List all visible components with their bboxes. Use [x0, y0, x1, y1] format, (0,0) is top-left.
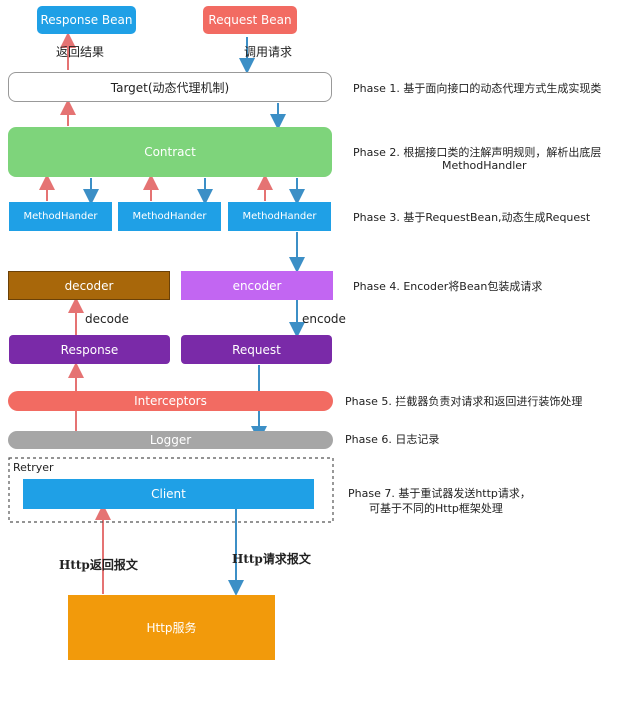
method-handler-1: MethodHander — [9, 202, 112, 231]
decoder-box: decoder — [8, 271, 170, 300]
target-box: Target(动态代理机制) — [8, 72, 332, 102]
retryer-label: Retryer — [13, 461, 54, 474]
call-request-label: 调用请求 — [244, 45, 293, 59]
http-request-label: Http请求报文 — [232, 552, 311, 566]
response-bean-box: Response Bean — [37, 6, 136, 34]
retryer-frame — [8, 457, 334, 523]
phase-2-text-line2: MethodHandler — [442, 159, 527, 172]
interceptors-bar: Interceptors — [8, 391, 333, 411]
response-box: Response — [9, 335, 170, 364]
method-handler-2: MethodHander — [118, 202, 221, 231]
phase-4-text: Phase 4. Encoder将Bean包装成请求 — [353, 280, 543, 293]
http-service-box: Http服务 — [68, 595, 275, 660]
contract-box: Contract — [8, 127, 332, 177]
phase-2-text-line1: Phase 2. 根据接口类的注解声明规则，解析出底层 — [353, 146, 602, 159]
logger-bar: Logger — [8, 431, 333, 449]
phase-7-text-line1: Phase 7. 基于重试器发送http请求， — [348, 487, 531, 500]
phase-6-text: Phase 6. 日志记录 — [345, 433, 440, 446]
client-box: Client — [23, 479, 314, 509]
request-box: Request — [181, 335, 332, 364]
request-bean-box: Request Bean — [203, 6, 297, 34]
phase-1-text: Phase 1. 基于面向接口的动态代理方式生成实现类 — [353, 82, 602, 95]
phase-7-text-line2: 可基于不同的Http框架处理 — [369, 502, 503, 515]
method-handler-3: MethodHander — [228, 202, 331, 231]
http-return-label: Http返回报文 — [59, 558, 138, 572]
encode-label: encode — [302, 312, 346, 326]
phase-3-text: Phase 3. 基于RequestBean,动态生成Request — [353, 211, 591, 224]
decode-label: decode — [85, 312, 129, 326]
return-result-label: 返回结果 — [56, 45, 105, 59]
phase-5-text: Phase 5. 拦截器负责对请求和返回进行装饰处理 — [345, 395, 583, 408]
encoder-box: encoder — [181, 271, 333, 300]
